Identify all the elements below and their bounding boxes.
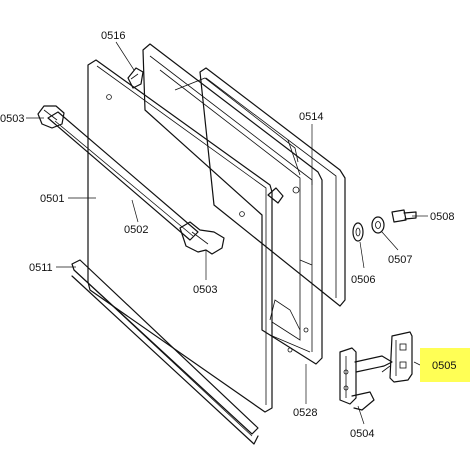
part-0504-hinge[interactable] [339, 347, 393, 411]
label-0508: 0508 [430, 211, 454, 223]
part-0502-handle[interactable] [47, 111, 199, 241]
part-0507-washer[interactable] [371, 216, 385, 234]
label-0502: 0502 [124, 224, 148, 236]
highlight-box [420, 348, 470, 382]
part-0506-washer[interactable] [352, 222, 364, 242]
label-0514: 0514 [299, 111, 323, 123]
part-0516-hinge-bracket[interactable] [127, 67, 144, 89]
part-0503-handle-cap-left[interactable] [37, 105, 65, 129]
label-0528: 0528 [293, 407, 317, 419]
label-0503-left: 0503 [0, 113, 24, 125]
part-0528-door-frame[interactable] [142, 43, 323, 365]
leader-lines [26, 41, 428, 425]
part-0508-screw[interactable] [391, 209, 417, 223]
label-0504: 0504 [350, 428, 374, 440]
label-0503-right: 0503 [193, 284, 217, 296]
label-0511: 0511 [29, 262, 53, 274]
part-0511-seal-strip[interactable] [71, 259, 259, 445]
label-0516: 0516 [101, 30, 125, 42]
label-0501: 0501 [40, 193, 64, 205]
part-0503-handle-cap-right[interactable] [179, 221, 225, 255]
part-0501-outer-glass[interactable] [87, 59, 284, 413]
label-0505: 0505 [432, 360, 456, 372]
label-0507: 0507 [388, 254, 412, 266]
part-0505-hinge-plate[interactable] [381, 331, 413, 383]
part-0514-inner-glass[interactable] [199, 67, 346, 307]
label-0506: 0506 [351, 274, 375, 286]
